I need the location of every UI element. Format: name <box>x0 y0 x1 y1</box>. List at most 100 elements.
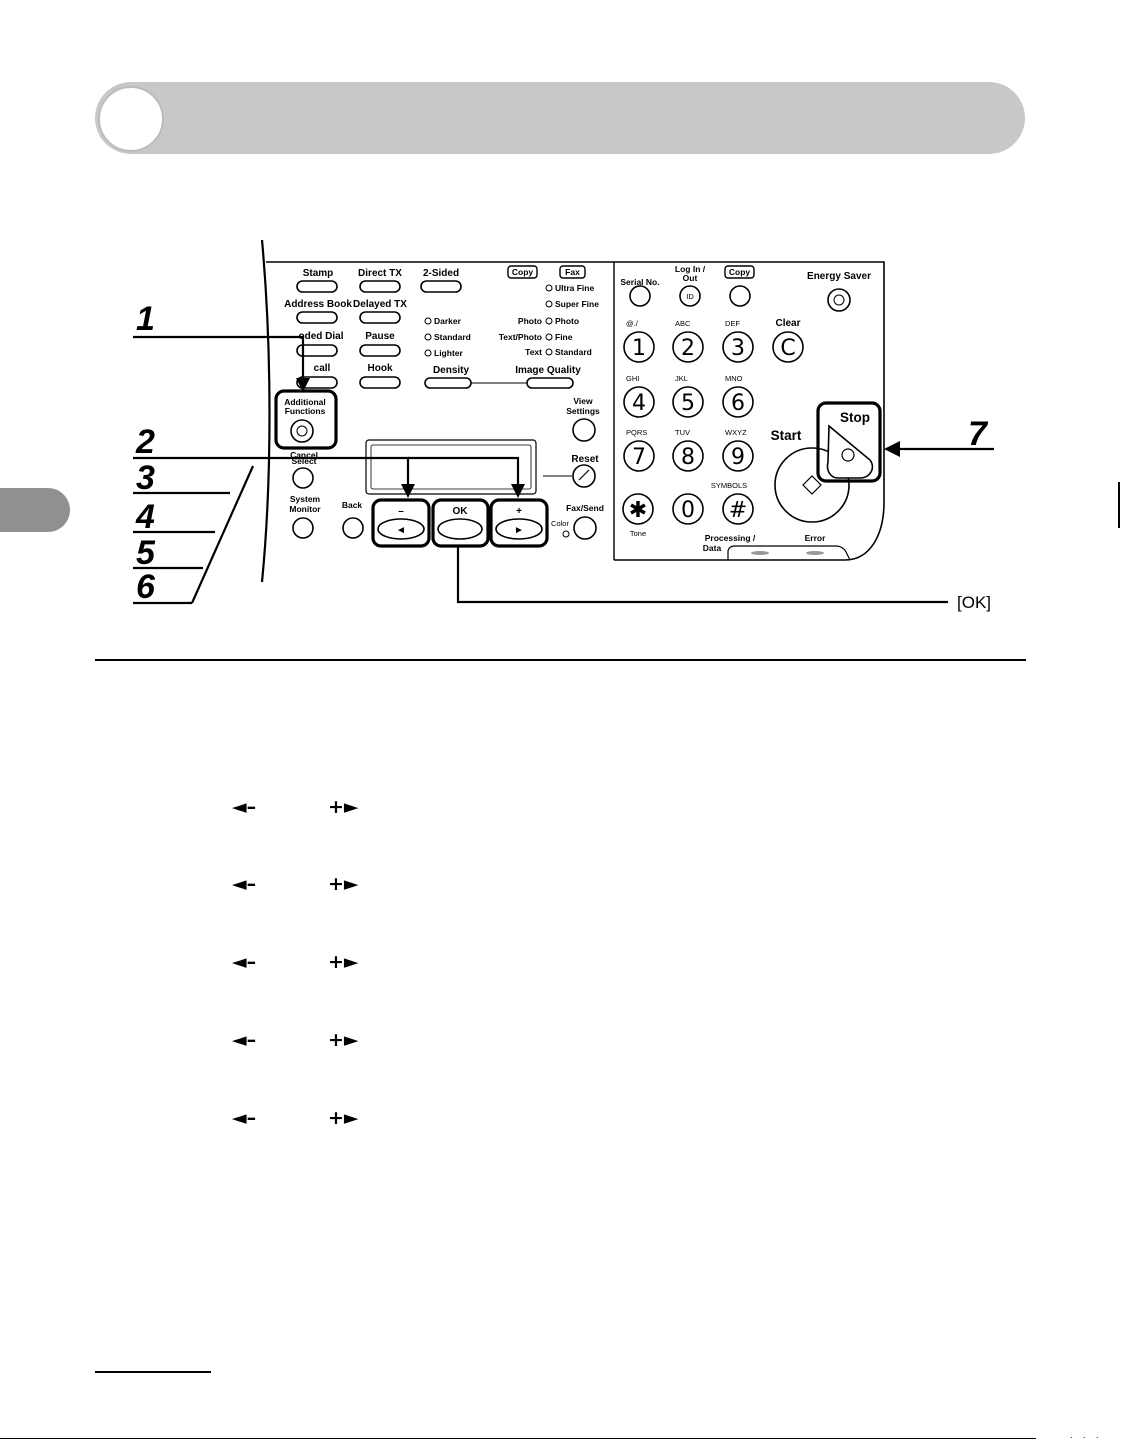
keypad-1-button[interactable] <box>623 331 655 363</box>
stop-button[interactable] <box>826 424 874 479</box>
energy-saver-label: Energy Saver <box>807 271 871 282</box>
keypad-6-button[interactable] <box>722 386 754 418</box>
keypad-3-button[interactable] <box>722 331 754 363</box>
fax-send-button[interactable] <box>573 516 597 540</box>
coded-dial-label: oded Dial <box>298 331 343 342</box>
darker-label: Darker <box>434 316 462 326</box>
two-sided-button[interactable] <box>420 280 462 293</box>
hook-button[interactable] <box>359 376 401 389</box>
pause-button[interactable] <box>359 344 401 357</box>
ok-callout-leader <box>456 547 948 604</box>
start-label: Start <box>771 428 802 443</box>
keypad-8-digit: 8 <box>681 445 695 470</box>
view-settings-label-1: View <box>573 396 593 406</box>
star-tone-button[interactable] <box>622 493 654 525</box>
plus-key-icon: +► <box>328 796 359 818</box>
fax-fine-label: Fine <box>555 332 573 342</box>
keypad-7-button[interactable] <box>623 440 655 472</box>
plus-label: + <box>516 506 522 517</box>
address-book-label: Address Book <box>284 299 352 310</box>
chapter-side-tab <box>0 488 70 532</box>
minus-key-icon: ◄– <box>232 1107 257 1129</box>
keypad-6-letters: MNO <box>725 374 743 383</box>
energy-saver-icon <box>833 294 845 306</box>
indicator-tray <box>727 545 851 561</box>
keypad-3-digit: 3 <box>731 336 745 361</box>
step-6-number: 6 <box>136 568 156 606</box>
cancel-select-button[interactable] <box>292 467 314 489</box>
minus-key-icon: ◄– <box>232 796 257 818</box>
error-lamp <box>806 551 824 555</box>
keypad-2-digit: 2 <box>681 336 695 361</box>
keypad-5-letters: JKL <box>675 374 688 383</box>
coded-dial-button[interactable] <box>296 344 338 357</box>
keypad-8-letters: TUV <box>675 428 690 437</box>
step-4-number: 4 <box>135 498 155 536</box>
symbols-label: SYMBOLS <box>711 481 747 490</box>
stop-highlight <box>816 401 882 483</box>
super-fine-label: Super Fine <box>555 299 599 309</box>
log-in-out-button[interactable] <box>679 285 701 307</box>
energy-saver-button[interactable] <box>827 288 851 312</box>
serial-no-button[interactable] <box>629 285 651 307</box>
additional-functions-button[interactable] <box>290 419 314 443</box>
processing-data-label-1: Processing / <box>705 533 756 543</box>
direct-tx-button[interactable] <box>359 280 401 293</box>
left-minus-button[interactable] <box>377 518 425 540</box>
banner-step-circle <box>98 86 164 152</box>
recall-label: call <box>314 363 331 374</box>
address-book-button[interactable] <box>296 311 338 324</box>
color-label: Color <box>551 519 569 528</box>
serial-no-label: Serial No. <box>620 277 659 287</box>
keypad-6-digit: 6 <box>731 391 745 416</box>
system-monitor-label-1: System <box>290 494 321 504</box>
arrow-keys-row: ◄– +► <box>232 951 359 973</box>
step-7-number: 7 <box>968 415 989 453</box>
panel-outline <box>260 239 271 583</box>
ok-button[interactable] <box>437 518 483 540</box>
ok-highlight <box>431 498 490 548</box>
fax-mode-label: Fax <box>565 267 580 277</box>
system-monitor-button[interactable] <box>292 517 314 539</box>
keypad-4-button[interactable] <box>623 386 655 418</box>
keypad-0-button[interactable] <box>672 493 704 525</box>
super-fine-indicator <box>545 300 553 308</box>
keypad-9-button[interactable] <box>722 440 754 472</box>
back-button[interactable] <box>342 517 364 539</box>
density-button[interactable] <box>424 377 472 389</box>
arrow-keys-row: ◄– +► <box>232 1107 359 1129</box>
delayed-tx-button[interactable] <box>359 311 401 324</box>
keypad-9-digit: 9 <box>731 445 745 470</box>
view-settings-button[interactable] <box>572 418 596 442</box>
stamp-button[interactable] <box>296 280 338 293</box>
lcd-display <box>370 444 532 490</box>
keypad-5-button[interactable] <box>672 386 704 418</box>
step-2-number: 2 <box>135 423 155 461</box>
copy-key-button[interactable] <box>729 285 751 307</box>
step-7-arrowhead <box>884 441 900 457</box>
hash-symbols-button[interactable] <box>722 493 754 525</box>
two-sided-label: 2-Sided <box>423 268 459 279</box>
standard-density-label: Standard <box>434 332 471 342</box>
clear-button[interactable] <box>772 331 804 363</box>
image-quality-button[interactable] <box>526 377 574 389</box>
right-plus-button[interactable] <box>495 518 543 540</box>
minus-key-icon: ◄– <box>232 1029 257 1051</box>
system-monitor-label-2: Monitor <box>289 504 321 514</box>
stop-icon <box>841 448 855 462</box>
plus-key-icon: +► <box>328 873 359 895</box>
keypad-2-button[interactable] <box>672 331 704 363</box>
step-2-arrowhead-left <box>401 484 415 498</box>
additional-functions-label-2: Functions <box>285 406 326 416</box>
copy-photo-label: Photo <box>518 316 542 326</box>
pause-label: Pause <box>365 331 395 342</box>
cancel-label: Cancel <box>290 450 318 460</box>
tone-label: Tone <box>630 529 646 538</box>
lighter-label: Lighter <box>434 348 463 358</box>
reset-button[interactable] <box>572 464 596 488</box>
keypad-8-button[interactable] <box>672 440 704 472</box>
copy-text-label: Text <box>525 347 542 357</box>
minus-left-highlight <box>371 498 431 548</box>
select-label: Select <box>291 456 316 466</box>
